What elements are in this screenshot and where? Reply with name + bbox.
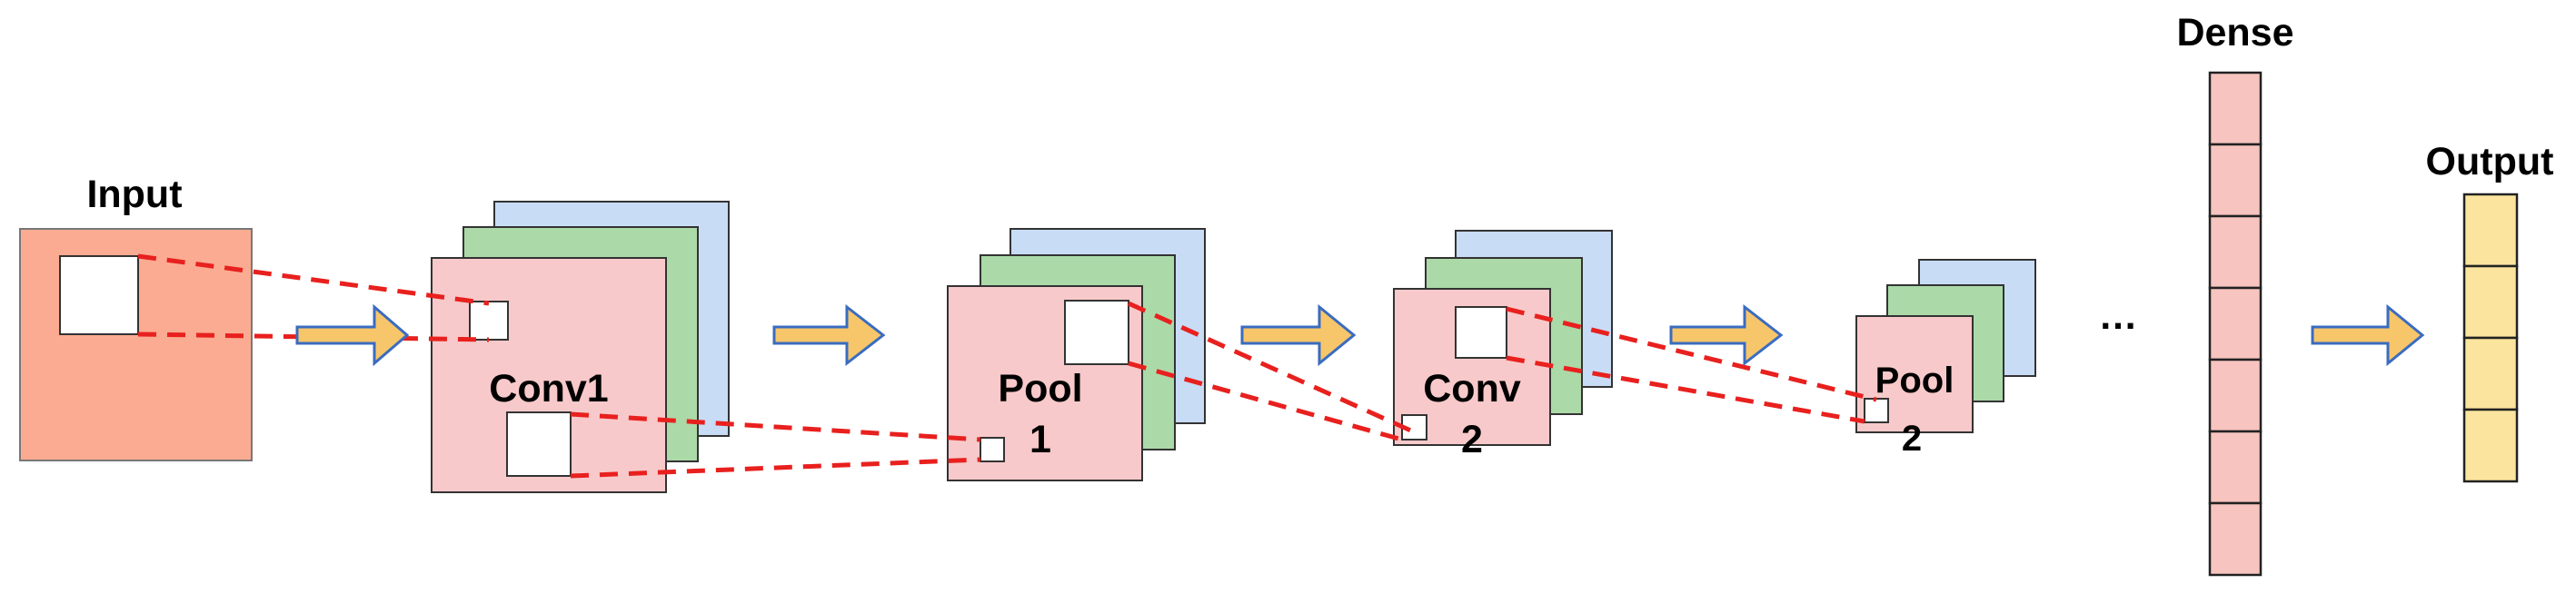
dashed-line xyxy=(1128,361,1403,442)
conv2-block: Conv 2 xyxy=(1393,230,1613,461)
dense-cell xyxy=(2208,143,2263,218)
dense-block: Dense xyxy=(2176,11,2294,577)
input-block: Input xyxy=(19,173,253,461)
dashed-line xyxy=(1506,355,1865,424)
conv1-block: Conv1 xyxy=(431,201,730,493)
output-cell xyxy=(2462,193,2519,268)
output-cell xyxy=(2462,408,2519,483)
dense-cell xyxy=(2208,501,2263,577)
right-arrow-icon xyxy=(295,303,410,367)
pool2-block: Pool 2 xyxy=(1855,259,2036,459)
dashed-line xyxy=(137,253,490,306)
output-cell xyxy=(2462,264,2519,340)
pool2-label-line2: 2 xyxy=(1902,419,1922,459)
pool1-label-line1: Pool xyxy=(998,367,1082,411)
conv1-pool-window xyxy=(506,411,572,477)
pool1-label-line2: 1 xyxy=(1029,418,1051,461)
right-arrow-icon xyxy=(772,303,886,367)
ellipsis: … xyxy=(2099,294,2138,338)
pool1-block: Pool 1 xyxy=(947,228,1206,481)
pool1-conv-window xyxy=(1064,300,1129,365)
conv2-label-line2: 2 xyxy=(1461,418,1483,461)
output-block: Output xyxy=(2426,140,2554,483)
receptive-field-lines xyxy=(137,253,1877,479)
dense-label: Dense xyxy=(2176,11,2293,54)
right-arrow-icon xyxy=(2311,303,2425,367)
right-arrow-icon xyxy=(1669,303,1784,367)
pool1-small-window xyxy=(980,437,1005,462)
input-label: Input xyxy=(86,173,182,216)
output-cell xyxy=(2462,336,2519,411)
dense-cell xyxy=(2208,358,2263,433)
dense-cell xyxy=(2208,214,2263,290)
conv2-pool-window xyxy=(1455,306,1507,359)
output-column xyxy=(2462,193,2519,483)
dashed-line xyxy=(1127,301,1417,435)
output-label: Output xyxy=(2426,140,2554,183)
dense-cell xyxy=(2208,286,2263,361)
pool2-small-window xyxy=(1864,398,1889,423)
dense-cell xyxy=(2208,430,2263,505)
conv2-label-line1: Conv xyxy=(1423,367,1521,411)
conv1-label: Conv1 xyxy=(489,367,608,411)
dashed-line xyxy=(1506,306,1877,402)
dashed-line xyxy=(570,457,981,479)
pool2-label-line1: Pool xyxy=(1875,361,1954,401)
conv1-small-window xyxy=(469,301,509,341)
flow-arrows xyxy=(295,303,2425,367)
dense-column xyxy=(2208,71,2263,577)
dense-cell xyxy=(2208,71,2263,146)
dashed-line xyxy=(570,411,981,442)
right-arrow-icon xyxy=(1240,303,1357,367)
input-receptive-field xyxy=(59,255,139,335)
